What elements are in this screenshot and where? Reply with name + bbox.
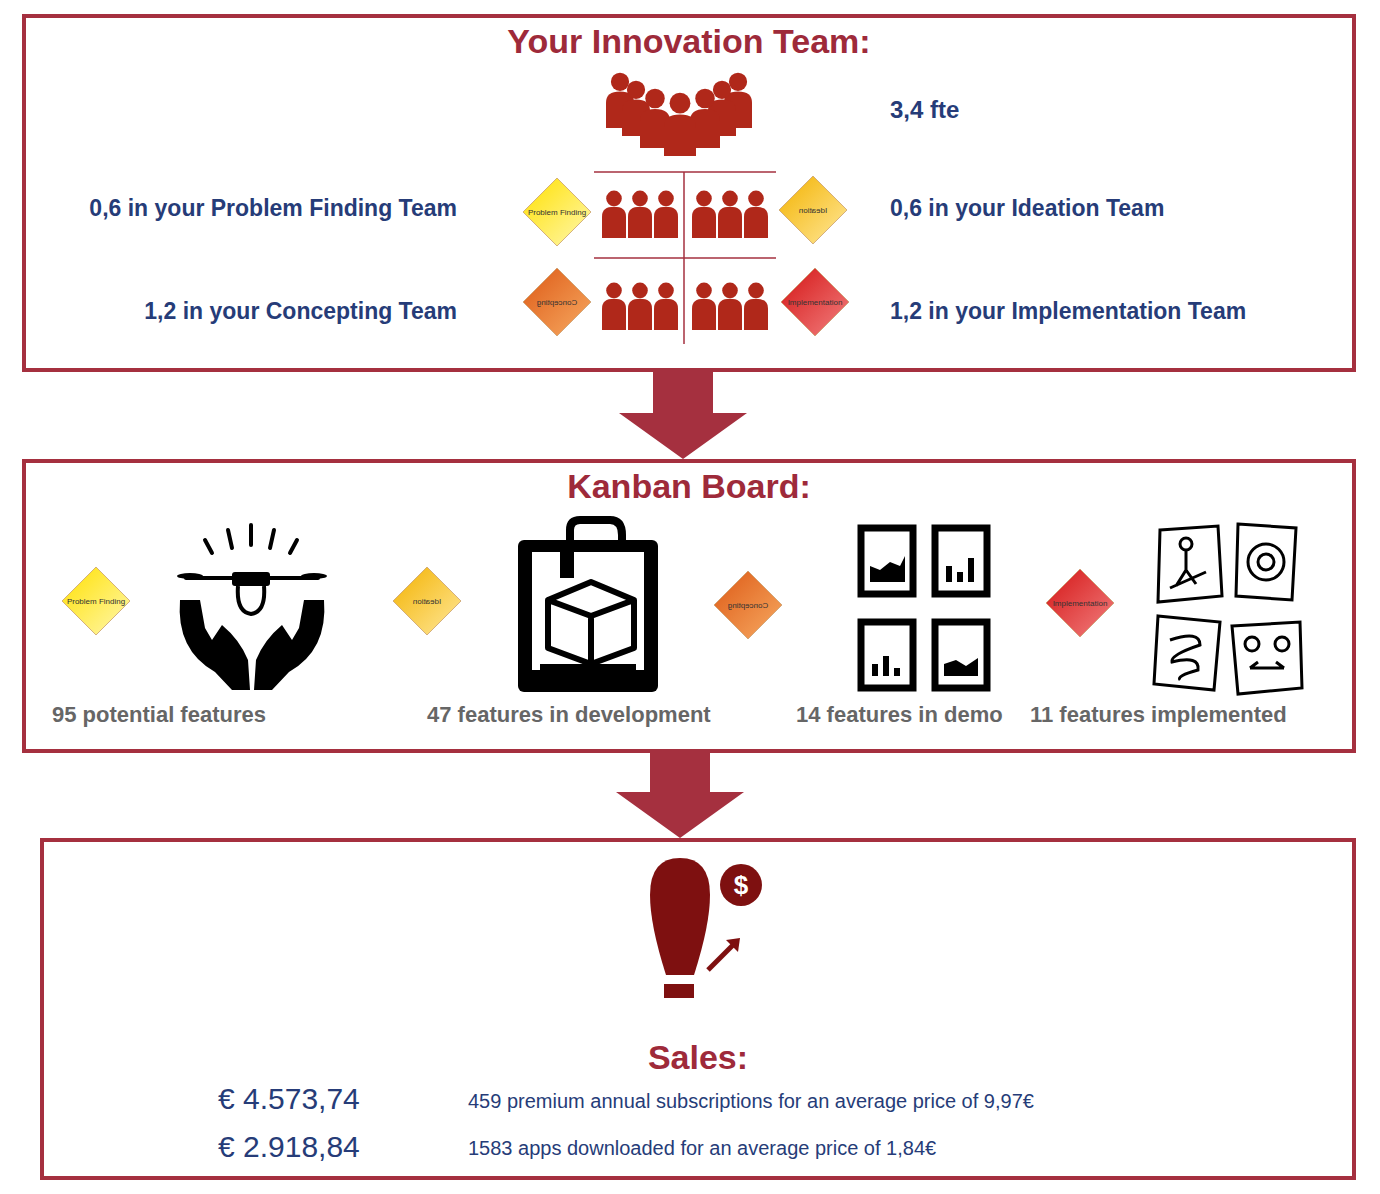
flow-arrow (619, 372, 747, 459)
info-label: 0,6 in your Problem Finding Team (89, 195, 457, 222)
stage-name: Implementation (1048, 565, 1112, 641)
info-label: 11 features implemented (1030, 702, 1287, 728)
stage-diamond: Concepting (710, 567, 786, 643)
stage-diamond: Implementation (1042, 565, 1118, 641)
stage-diamond: Ideation (389, 563, 465, 639)
info-label: 3,4 fte (890, 96, 959, 124)
stage-diamond: Concepting (519, 264, 595, 340)
currency-symbol: $ (734, 870, 748, 901)
stage-diamond: Ideation (775, 172, 851, 248)
info-label: 1583 apps downloaded for an average pric… (468, 1137, 936, 1160)
stage-diamond: Problem Finding (58, 563, 134, 639)
stage-name: Concepting (716, 567, 780, 643)
panel-heading: Sales: (44, 1038, 1352, 1077)
info-label: 47 features in development (427, 702, 711, 728)
team-grid-lines (594, 172, 776, 344)
panel-heading: Kanban Board: (26, 467, 1352, 506)
stage-panel: Sales: (40, 838, 1356, 1180)
stage-name: Problem Finding (64, 563, 128, 639)
stage-name: Implementation (783, 264, 847, 340)
team-icon (606, 73, 752, 156)
info-label: € 4.573,74 (218, 1082, 360, 1116)
lightbulb-icon (650, 858, 762, 998)
stage-name: Ideation (781, 172, 845, 248)
info-label: 459 premium annual subscriptions for an … (468, 1090, 1034, 1113)
sketches-icon (1154, 524, 1302, 694)
stage-name: Ideation (395, 563, 459, 639)
stage-diamond: Implementation (777, 264, 853, 340)
hands-drone-icon (177, 525, 327, 690)
sub-team-icons (602, 191, 768, 330)
flow-arrow (616, 753, 744, 838)
info-label: 95 potential features (52, 702, 266, 728)
printer-icon (518, 520, 658, 692)
info-label: 1,2 in your Implementation Team (890, 298, 1246, 325)
panel-heading: Your Innovation Team: (26, 22, 1352, 61)
info-label: € 2.918,84 (218, 1130, 360, 1164)
demo-charts-icon (861, 528, 987, 688)
info-label: 1,2 in your Concepting Team (144, 298, 457, 325)
stage-name: Concepting (525, 264, 589, 340)
info-label: 0,6 in your Ideation Team (890, 195, 1164, 222)
stage-name: Problem Finding (525, 174, 589, 250)
stage-diamond: Problem Finding (519, 174, 595, 250)
info-label: 14 features in demo (796, 702, 1003, 728)
